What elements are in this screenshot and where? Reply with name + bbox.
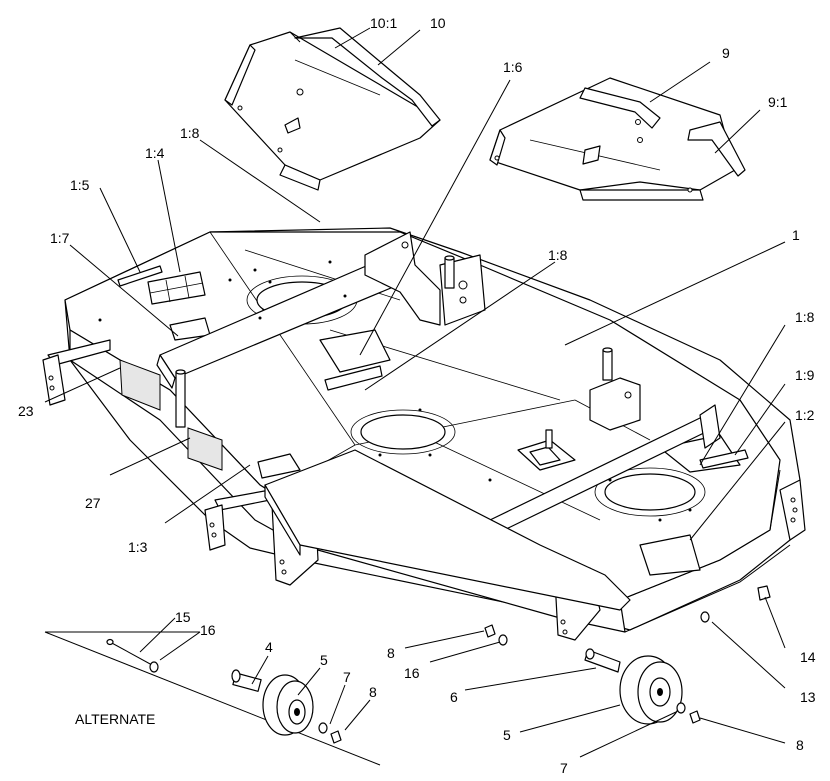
callout-5-right: 5 bbox=[503, 727, 511, 743]
mower-deck-housing bbox=[42, 227, 806, 641]
callout-8-alt: 8 bbox=[369, 684, 377, 700]
callout-14: 14 bbox=[800, 649, 816, 665]
callout-1-8-top: 1:8 bbox=[180, 125, 200, 141]
caster-wheel-assembly-right bbox=[484, 585, 771, 725]
callout-10-1: 10:1 bbox=[370, 15, 397, 31]
alternate-assembly-box bbox=[44, 631, 381, 766]
callout-1-2: 1:2 bbox=[795, 407, 815, 423]
callout-16-alt: 16 bbox=[200, 622, 216, 638]
callout-7-alt: 7 bbox=[343, 669, 351, 685]
callout-5-alt: 5 bbox=[320, 652, 328, 668]
callout-1: 1 bbox=[792, 227, 800, 243]
callout-1-6: 1:6 bbox=[503, 59, 523, 75]
callout-1-9: 1:9 bbox=[795, 367, 815, 383]
callout-10: 10 bbox=[430, 15, 446, 31]
callout-15: 15 bbox=[175, 609, 191, 625]
callout-13: 13 bbox=[800, 689, 816, 705]
alternate-label: ALTERNATE bbox=[75, 711, 155, 727]
callout-leaders bbox=[44, 27, 786, 758]
callout-7-right: 7 bbox=[560, 760, 568, 776]
callout-27: 27 bbox=[85, 495, 101, 511]
callout-1-4: 1:4 bbox=[145, 145, 165, 161]
shield-part-10 bbox=[224, 27, 441, 191]
callout-1-7: 1:7 bbox=[50, 230, 70, 246]
callout-9-1: 9:1 bbox=[768, 94, 788, 110]
callout-23: 23 bbox=[18, 403, 34, 419]
shield-part-9 bbox=[489, 77, 746, 201]
callout-4: 4 bbox=[265, 639, 273, 655]
callout-1-5: 1:5 bbox=[70, 177, 90, 193]
callout-9: 9 bbox=[722, 45, 730, 61]
callout-8-left: 8 bbox=[387, 645, 395, 661]
callout-1-8-right: 1:8 bbox=[795, 309, 815, 325]
callout-1-3: 1:3 bbox=[128, 539, 148, 555]
callout-16-right: 16 bbox=[404, 665, 420, 681]
callout-1-8-mid: 1:8 bbox=[548, 247, 568, 263]
callout-6: 6 bbox=[450, 689, 458, 705]
callout-8-right: 8 bbox=[796, 737, 804, 753]
